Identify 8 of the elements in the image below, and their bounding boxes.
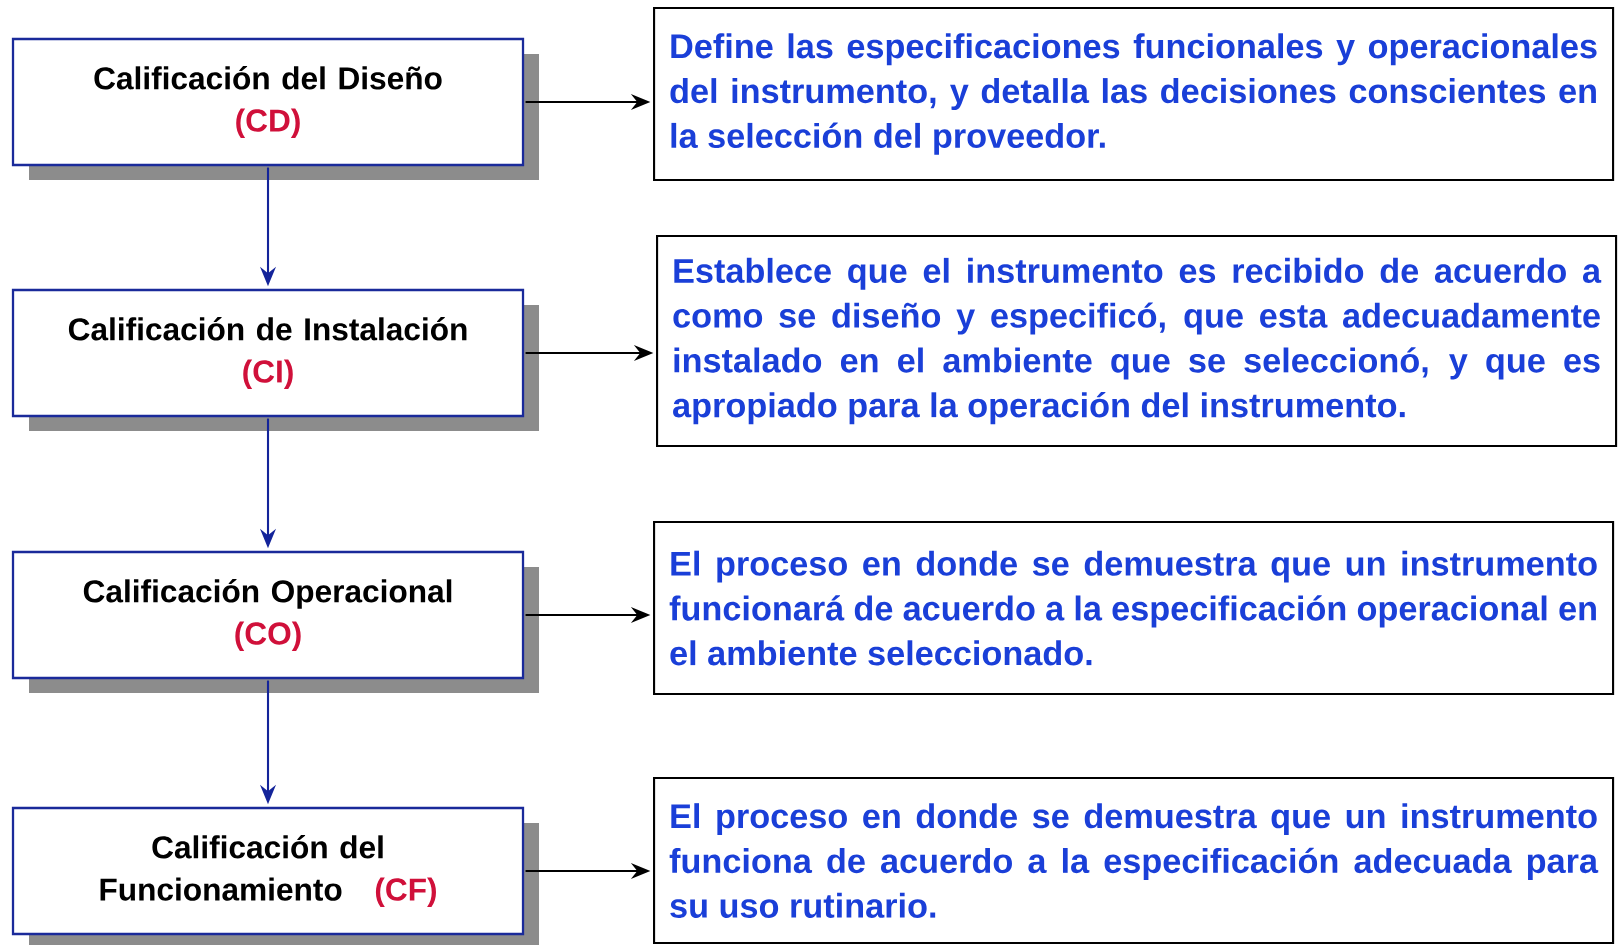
process-box: Calificación Operacional (CO) [11, 550, 539, 693]
description-box: Define las especificaciones funcionales y operacionales del instrumento, y detalla las decisiones conscientes en la selección del proveedor. [653, 7, 1615, 182]
description-box: El proceso en donde se demuestra que un instrumento funcionará de acuerdo a la especificación operacional en el ambiente seleccionado. [653, 521, 1615, 696]
process-box: Calificación del Funcionamiento (CF) [11, 806, 539, 945]
description-box: El proceso en donde se demuestra que un instrumento funciona de acuerdo a la especificación adecuada para su uso rutinario. [653, 777, 1615, 945]
process-box: Calificación del Diseño (CD) [11, 37, 539, 180]
description-box: Establece que el instrumento es recibido de acuerdo a como se diseño y especificó, que esta adecuadamente instalado en el ambiente que se seleccionó, y que es apropiado para la operación del instrumento. [656, 235, 1618, 448]
process-box: Calificación de Instalación (CI) [11, 288, 539, 431]
